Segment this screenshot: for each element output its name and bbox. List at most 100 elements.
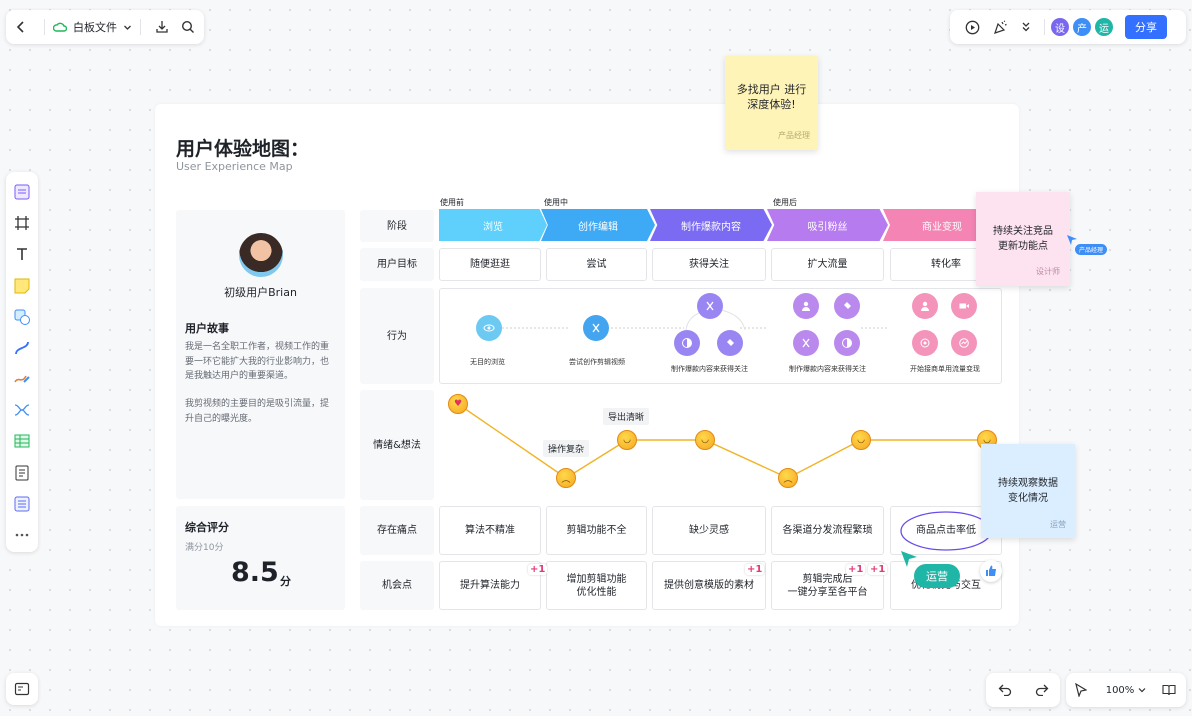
avatar-designer[interactable]: 设 (1051, 18, 1069, 36)
emoji-sad-icon: ︵ (778, 468, 798, 488)
divider (140, 19, 141, 35)
row-label-stage: 阶段 (360, 210, 434, 242)
emoji-happy-icon: ◡ (695, 430, 715, 450)
stage-browse: 浏览 (439, 209, 547, 241)
eye-icon (476, 315, 502, 341)
more-icon[interactable] (10, 524, 34, 546)
target-icon (912, 330, 938, 356)
goal-cell: 获得关注 (652, 248, 766, 281)
plus-one-badge[interactable]: +1 (745, 564, 765, 575)
select-cursor-icon[interactable] (1066, 675, 1096, 705)
collaborator-avatars: 设 产 运 (1051, 18, 1117, 36)
chevron-down-icon (124, 25, 131, 30)
scissors-icon (583, 315, 609, 341)
behavior-label: 无目的浏览 (470, 358, 505, 366)
frame-icon[interactable] (10, 212, 34, 234)
sticky-author: 设计师 (1036, 267, 1060, 276)
sticky-note-product[interactable]: 多找用户 进行 深度体验! 产品经理 (725, 56, 818, 150)
book-icon[interactable] (1156, 675, 1182, 705)
row-label-goal: 用户目标 (360, 248, 434, 281)
phase-label-during: 使用中 (544, 198, 568, 207)
emotion-tag: 导出清晰 (603, 408, 650, 425)
pen-icon[interactable] (10, 368, 34, 390)
pain-cell: 各渠道分发流程繁琐 (771, 506, 884, 555)
contrast-icon (674, 330, 700, 356)
view-controls: 100% (1066, 673, 1186, 707)
search-icon[interactable] (175, 14, 201, 40)
score-subtitle: 满分10分 (185, 543, 224, 553)
row-label-behavior: 行为 (360, 288, 434, 384)
back-icon[interactable] (6, 12, 36, 42)
plus-one-badge[interactable]: +1 (846, 564, 866, 575)
template-icon[interactable] (10, 181, 34, 203)
avatar-operations[interactable]: 运 (1095, 18, 1113, 36)
avatar-product-manager[interactable]: 产 (1073, 18, 1091, 36)
opportunity-cell: 增加剪辑功能 优化性能 (546, 561, 647, 610)
emoji-happy-icon: ◡ (617, 430, 637, 450)
left-toolbar (6, 172, 38, 552)
minimap-icon[interactable] (6, 673, 38, 705)
shape-icon[interactable] (10, 306, 34, 328)
sticky-text: 持续观察数据 变化情况 (998, 478, 1058, 504)
emoji-sad-icon: ︵ (556, 468, 576, 488)
map-title: 用户体验地图： (176, 138, 310, 160)
story-paragraph-2: 我剪视频的主要目的是吸引流量，提升自己的曝光度。 (185, 399, 330, 424)
sticky-text: 多找用户 进行 深度体验! (736, 83, 807, 111)
mindmap-icon[interactable] (10, 399, 34, 421)
top-left-toolbar: 白板文件 (6, 10, 204, 44)
goal-cell: 扩大流量 (771, 248, 884, 281)
emotion-curve (457, 403, 987, 479)
plus-one-badge[interactable]: +1 (528, 564, 548, 575)
zoom-dropdown[interactable]: 100% (1096, 675, 1156, 705)
behavior-label: 制作爆款内容来获得关注 (789, 365, 866, 373)
score-unit: 分 (280, 575, 291, 588)
highlight-ellipse (900, 511, 992, 551)
document-icon[interactable] (10, 462, 34, 484)
double-chevron-down-icon[interactable] (1014, 13, 1038, 41)
sticky-note-designer[interactable]: 持续关注竞品 更新功能点 设计师 (976, 192, 1070, 286)
top-right-toolbar: 设 产 运 分享 (950, 10, 1186, 44)
user-icon (793, 293, 819, 319)
table-icon[interactable] (10, 430, 34, 452)
sticky-note-operations[interactable]: 持续观察数据 变化情况 运营 (981, 444, 1075, 538)
divider (1044, 19, 1045, 35)
chevron-down-icon (1138, 688, 1146, 693)
phase-label-after: 使用后 (773, 198, 797, 207)
stage-attract-fans: 吸引粉丝 (767, 209, 888, 241)
share-button[interactable]: 分享 (1125, 15, 1167, 39)
plus-one-badge[interactable]: +1 (868, 564, 888, 575)
contrast-icon (834, 330, 860, 356)
thumbs-up-icon[interactable] (980, 560, 1002, 582)
cursor-arrow-icon (1067, 235, 1077, 245)
goal-cell: 尝试 (546, 248, 647, 281)
text-icon[interactable] (10, 243, 34, 265)
celebrate-icon[interactable] (986, 13, 1014, 41)
chart-icon (951, 330, 977, 356)
sticky-author: 运营 (1050, 520, 1066, 529)
scissors-icon (697, 293, 723, 319)
pain-cell: 剪辑功能不全 (546, 506, 647, 555)
history-controls (986, 673, 1060, 707)
present-play-icon[interactable] (958, 13, 986, 41)
list-icon[interactable] (10, 493, 34, 515)
cursor-label-product: 产品经理 (1075, 244, 1108, 255)
file-title: 白板文件 (73, 21, 117, 34)
connector-icon[interactable] (10, 337, 34, 359)
cloud-sync-icon (53, 22, 67, 32)
row-label-emotion: 情绪&想法 (360, 390, 434, 500)
redo-icon[interactable] (1023, 673, 1060, 707)
sticky-note-icon[interactable] (10, 275, 34, 297)
file-title-dropdown[interactable]: 白板文件 (53, 19, 132, 35)
undo-icon[interactable] (986, 673, 1023, 707)
row-label-pain: 存在痛点 (360, 506, 434, 555)
paint-bucket-icon (834, 293, 860, 319)
behavior-label: 开始接商单用流量变现 (910, 365, 980, 373)
emotion-line (457, 403, 987, 479)
user-name: 初级用户Brian (224, 286, 297, 299)
story-paragraph-1: 我是一名全职工作者，视频工作的重要一环它能扩大我的行业影响力，也是我触达用户的重… (185, 342, 330, 381)
download-icon[interactable] (149, 14, 175, 40)
sticky-text: 持续关注竞品 更新功能点 (993, 226, 1053, 252)
phase-label-before: 使用前 (440, 198, 464, 207)
goal-cell: 随便逛逛 (439, 248, 541, 281)
video-icon (951, 293, 977, 319)
